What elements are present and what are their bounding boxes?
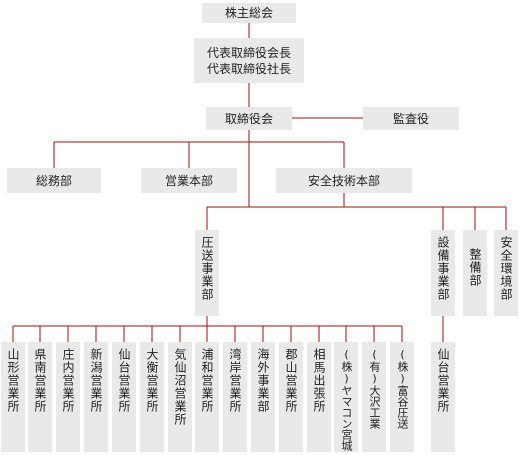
node-auditor: 監査役 — [363, 107, 459, 130]
office-box: 海外事業部 — [251, 342, 275, 452]
office-box: 湾岸営業所 — [223, 342, 247, 452]
office-label: (株)ヤマコン宮城 — [340, 348, 353, 451]
office-label: 大衡営業所 — [145, 348, 159, 413]
office-box: (株)富谷圧送 — [390, 342, 414, 452]
office-box: 仙台営業所 — [112, 342, 136, 452]
office-label: (有)大沢工業 — [368, 348, 381, 429]
node-maintenance-label: 整備部 — [468, 248, 482, 287]
node-equipment: 設備事業部 — [431, 230, 455, 316]
node-shareholders-label: 株主総会 — [224, 6, 273, 20]
office-box: 県南営業所 — [28, 342, 52, 452]
node-general-affairs: 総務部 — [7, 168, 101, 193]
node-sales-hq: 営業本部 — [141, 168, 237, 193]
node-board-label: 取締役会 — [224, 111, 273, 126]
node-pressure-transport: 圧送事業部 — [195, 230, 219, 316]
office-label: 気仙沼営業所 — [173, 348, 187, 426]
office-box: 郡山営業所 — [279, 342, 303, 452]
office-label: 郡山営業所 — [284, 348, 298, 413]
node-executives: 代表取締役会長 代表取締役社長 — [194, 38, 304, 83]
office-label: 仙台営業所 — [117, 348, 131, 413]
office-box: 新潟営業所 — [84, 342, 108, 452]
office-label: 相馬出張所 — [312, 348, 326, 413]
node-sales-hq-label: 営業本部 — [164, 173, 213, 188]
node-general-affairs-label: 総務部 — [35, 173, 72, 188]
office-box: 浦和営業所 — [195, 342, 219, 452]
node-shareholders: 株主総会 — [202, 3, 296, 23]
node-maintenance: 整備部 — [463, 230, 487, 316]
node-safety-env: 安全環境部 — [494, 230, 518, 316]
node-equipment-label: 設備事業部 — [436, 236, 450, 301]
office-label: 山形営業所 — [6, 348, 20, 413]
office-box: (株)ヤマコン宮城 — [334, 342, 358, 452]
office-label: 県南営業所 — [33, 348, 47, 413]
office-label: 庄内営業所 — [61, 348, 75, 413]
node-safety-hq-label: 安全技術本部 — [307, 173, 380, 188]
office-label: 海外事業部 — [256, 348, 270, 413]
node-auditor-label: 監査役 — [392, 111, 429, 126]
node-rep-president-label: 代表取締役社長 — [206, 61, 291, 76]
office-label: 新潟営業所 — [89, 348, 103, 413]
office-box: 庄内営業所 — [56, 342, 80, 452]
node-sendai-equipment: 仙台営業所 — [431, 342, 455, 452]
office-label: (株)富谷圧送 — [396, 348, 409, 429]
office-label: 湾岸営業所 — [228, 348, 242, 413]
office-box: 大衡営業所 — [140, 342, 164, 452]
node-pressure-transport-label: 圧送事業部 — [200, 236, 214, 301]
node-rep-chairman-label: 代表取締役会長 — [206, 45, 291, 60]
office-box: 気仙沼営業所 — [168, 342, 192, 452]
office-box: 相馬出張所 — [307, 342, 331, 452]
office-box: 山形営業所 — [1, 342, 25, 452]
node-board: 取締役会 — [206, 107, 292, 130]
office-label: 浦和営業所 — [200, 348, 214, 413]
office-box: (有)大沢工業 — [362, 342, 386, 452]
node-safety-hq: 安全技術本部 — [276, 168, 412, 193]
node-safety-env-label: 安全環境部 — [499, 236, 513, 301]
node-sendai-equipment-label: 仙台営業所 — [436, 348, 450, 413]
